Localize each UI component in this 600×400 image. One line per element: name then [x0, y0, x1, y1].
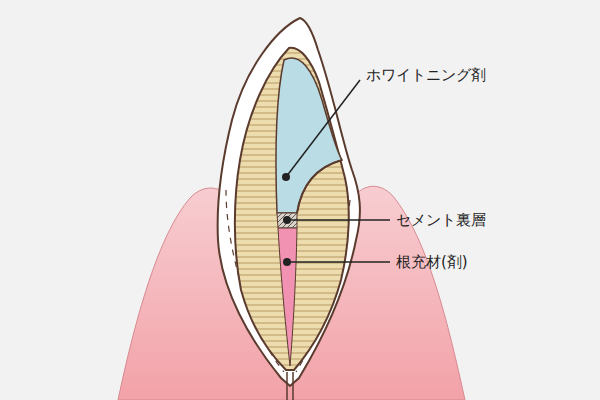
- part-label: ホワイトニング剤: [366, 66, 486, 84]
- leader-dot: [282, 173, 290, 181]
- leader-line: [287, 219, 390, 221]
- leader-dot: [283, 216, 291, 224]
- root-filling: [278, 228, 297, 366]
- leader-line: [287, 261, 390, 263]
- root-canal-end: [287, 372, 293, 400]
- dentin-right-edge: [297, 160, 342, 213]
- whitening-agent: [276, 58, 342, 213]
- dentin: [235, 48, 349, 370]
- leader-line: [286, 80, 360, 177]
- part-label: 根充材(剤): [396, 253, 468, 271]
- leader-dot: [283, 258, 291, 266]
- part-label: セメント裏層: [396, 211, 486, 229]
- tooth-outline: [218, 18, 360, 386]
